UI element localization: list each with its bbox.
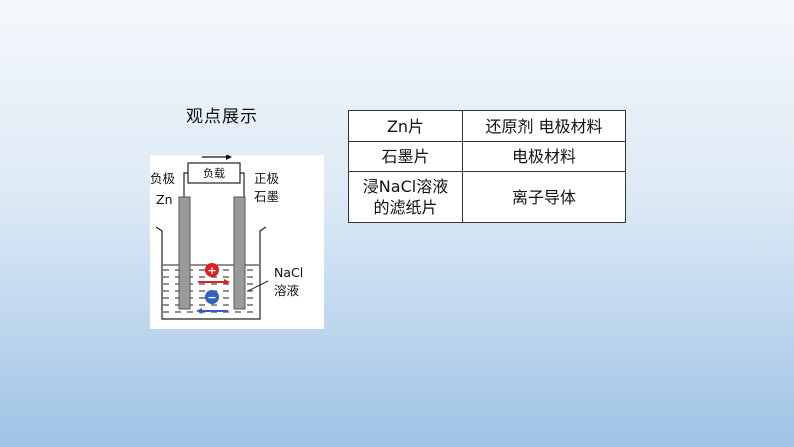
solution-label-formula: NaCl [274, 265, 303, 280]
table-row: 石墨片 电极材料 [348, 141, 626, 172]
cation-icon [205, 263, 219, 277]
electron-arrow-head [226, 155, 232, 160]
cation-sign: + [207, 264, 216, 277]
load-box [187, 162, 241, 184]
load-label: 负载 [203, 166, 225, 180]
right-electrode-label: 正极 [254, 171, 280, 186]
beaker-outline [155, 226, 267, 320]
zinc-electrode [178, 196, 191, 310]
solution-label-word: 溶液 [274, 283, 300, 298]
table-row: Zn片 还原剂 电极材料 [348, 110, 626, 142]
role-cell: 还原剂 电极材料 [462, 110, 626, 142]
graphite-electrode [233, 196, 246, 310]
component-cell: Zn片 [348, 110, 463, 142]
slide-title: 观点展示 [186, 107, 258, 127]
role-cell: 电极材料 [462, 141, 626, 172]
components-table: Zn片 还原剂 电极材料 石墨片 电极材料 浸NaCl溶液 的滤纸片 离子导体 [348, 110, 626, 223]
component-cell: 石墨片 [348, 141, 463, 172]
cell-svg: e− 负载 + − 负极 Zn 正极 石墨 NaCl 溶液 [150, 155, 303, 320]
left-electrode-material: Zn [156, 192, 173, 207]
left-electrode-label: 负极 [150, 171, 176, 186]
anion-icon [205, 290, 219, 304]
anion-arrow-head [196, 308, 202, 314]
table-row: 浸NaCl溶液 的滤纸片 离子导体 [348, 171, 626, 223]
anion-sign: − [207, 291, 216, 304]
cation-arrow-head [224, 279, 230, 285]
component-line: 的滤纸片 [373, 198, 438, 217]
component-line: 浸NaCl溶液 [362, 177, 449, 196]
electron-label: e− [203, 155, 222, 156]
right-wire [240, 172, 245, 197]
component-cell: 浸NaCl溶液 的滤纸片 [348, 171, 463, 223]
role-cell: 离子导体 [462, 171, 626, 223]
solution-pointer [247, 280, 269, 292]
right-electrode-material: 石墨 [254, 189, 279, 204]
electrochemical-cell-diagram: e− 负载 + − 负极 Zn 正极 石墨 NaCl 溶液 [150, 155, 324, 329]
left-wire [183, 172, 188, 197]
